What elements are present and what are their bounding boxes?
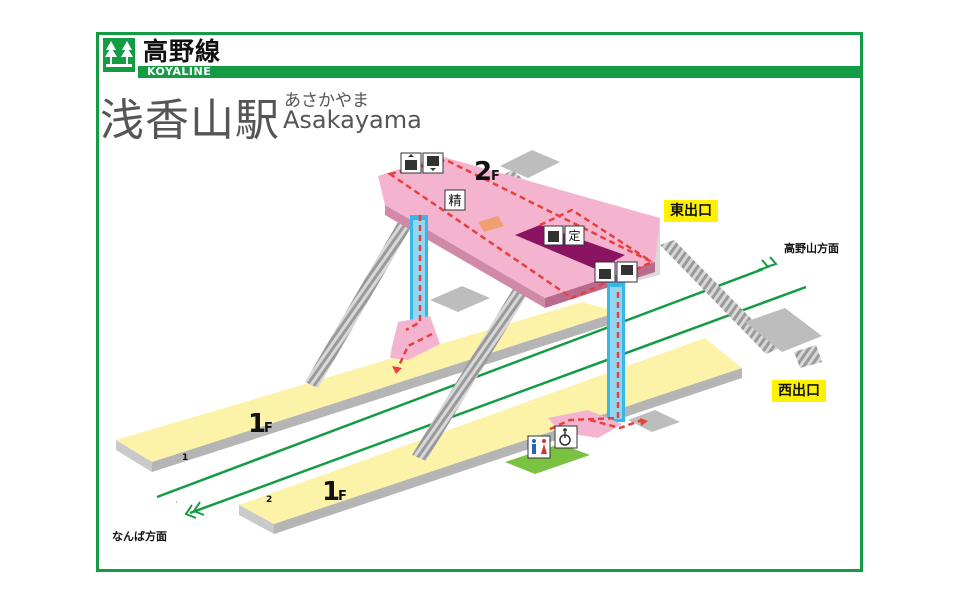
- commuter-pass-icon: 定: [564, 225, 585, 246]
- line-roman-name: KOYALINE: [147, 65, 212, 78]
- floor-label-1f-platform-2-suffix: F: [338, 489, 347, 504]
- direction-arrow-koyasan-icon: [757, 256, 778, 271]
- route-arrow-1-icon: [392, 366, 402, 374]
- ticket-office-icon: [543, 225, 564, 246]
- station-name-kanji: 浅香山駅: [100, 95, 280, 146]
- west-exit-steps: [794, 345, 822, 368]
- platform-2-structure: [628, 410, 680, 432]
- fare-adjust-sign: 精: [448, 194, 461, 209]
- elevator-icon-2: [422, 152, 444, 174]
- station-name-kana: あさかやま: [284, 91, 369, 111]
- stairs-west-exit: [660, 240, 780, 354]
- west-exit-landing: [745, 308, 822, 352]
- elevator-icon-4: [616, 261, 638, 283]
- floor-label-1f-platform-1-suffix: F: [264, 421, 273, 436]
- floor-label-1f-platform-2-number: 1: [322, 477, 340, 507]
- commuter-pass-sign: 定: [568, 228, 580, 243]
- floor-label-1f-platform-1-number: 1: [248, 409, 266, 439]
- stairs-platform-2: [412, 284, 530, 461]
- route-arrow-2-icon: [640, 418, 648, 426]
- map-frame: [96, 32, 863, 572]
- restroom-icon: [527, 435, 551, 459]
- station-name-roman: Asakayama: [283, 106, 422, 134]
- wheelchair-icon: [554, 425, 578, 449]
- restroom-area: [505, 444, 590, 474]
- elevator-icon: [400, 152, 422, 174]
- east-exit-landing: [500, 150, 560, 178]
- ticket-machines: [478, 216, 504, 232]
- track-number-1: 1: [182, 453, 188, 463]
- track-number-2: 2: [266, 495, 272, 505]
- accessible-route: [386, 158, 655, 432]
- line-name: 高野線: [143, 37, 222, 66]
- ticket-gate-area: [515, 225, 625, 270]
- direction-label-koyasan: 高野山方面: [784, 242, 839, 255]
- fare-adjustment-icon: 精: [444, 189, 466, 211]
- west-exit-label: 西出口: [772, 380, 826, 402]
- elevator-landing-1: [390, 316, 440, 360]
- direction-label-namba: なんば方面: [112, 530, 167, 543]
- track-lines: [156, 267, 807, 515]
- line-band: [138, 66, 860, 78]
- platform-1-structure: [430, 286, 490, 312]
- floor-label-2f-suffix: F: [491, 169, 500, 184]
- elevator-shaft-2: [607, 282, 625, 422]
- elevator-icon-3: [594, 261, 616, 283]
- direction-arrow-namba-icon: [184, 501, 205, 519]
- koya-line-tree-icon: [103, 38, 135, 72]
- floor-label-2f-number: 2: [474, 157, 492, 187]
- stairs-platform-1: [305, 210, 418, 388]
- east-exit-label: 東出口: [664, 200, 718, 222]
